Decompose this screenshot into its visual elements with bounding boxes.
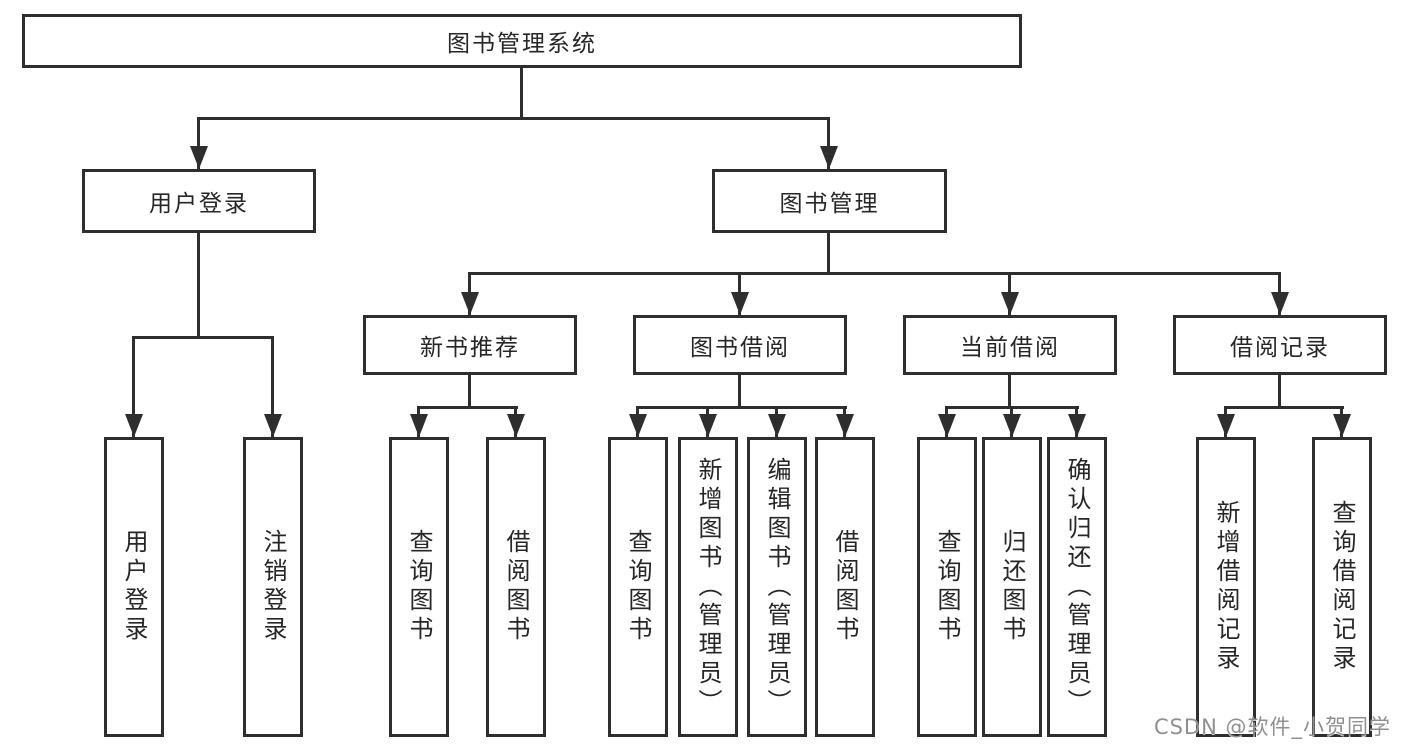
node-book-management: 图书管理 (712, 169, 947, 233)
connector-user-login-branch (132, 336, 274, 339)
csdn-watermark: CSDN @软件_小贺同学 (1153, 715, 1391, 739)
node-leaf-edit-books-admin: 编辑图书（管理员） (747, 437, 807, 737)
connector-book-borrow-stem (738, 372, 741, 409)
connector-level2-branch (197, 117, 830, 120)
connector-borrow-records-stem (1278, 372, 1281, 409)
arrow-to-current-borrow (1008, 272, 1011, 315)
connector-book-management-stem (827, 230, 830, 275)
arrow-current-borrow-leaf-1 (945, 406, 948, 437)
node-leaf-query-books-3: 查询图书 (917, 437, 977, 737)
arrow-current-borrow-leaf-2 (1010, 406, 1013, 437)
arrow-book-borrow-leaf-2 (706, 406, 709, 437)
arrow-borrow-records-leaf-1 (1224, 406, 1227, 437)
arrow-borrow-records-leaf-2 (1340, 406, 1343, 437)
connector-book-borrow-branch (636, 406, 847, 409)
node-current-borrow: 当前借阅 (903, 315, 1117, 375)
arrow-to-book-borrow (738, 272, 741, 315)
arrow-to-new-book-recommend (468, 272, 471, 315)
connector-borrow-records-branch (1224, 406, 1344, 409)
node-root: 图书管理系统 (22, 14, 1022, 68)
arrow-new-book-leaf-1 (417, 406, 420, 437)
connector-new-book-branch (417, 406, 518, 409)
node-borrow-records: 借阅记录 (1173, 315, 1387, 375)
node-leaf-add-books-admin: 新增图书（管理员） (678, 437, 738, 737)
node-leaf-confirm-return-admin: 确认归还（管理员） (1047, 437, 1107, 737)
arrow-book-borrow-leaf-3 (775, 406, 778, 437)
node-new-book-recommend: 新书推荐 (363, 315, 577, 375)
connector-new-book-stem (468, 372, 471, 409)
node-leaf-query-books-2: 查询图书 (608, 437, 668, 737)
arrow-current-borrow-leaf-3 (1075, 406, 1078, 437)
node-leaf-query-borrow-record: 查询借阅记录 (1312, 437, 1372, 737)
arrow-to-book-management (827, 117, 830, 169)
node-leaf-user-login: 用户登录 (104, 437, 164, 737)
node-book-borrow: 图书借阅 (633, 315, 847, 375)
arrow-book-borrow-leaf-1 (636, 406, 639, 437)
arrow-new-book-leaf-2 (514, 406, 517, 437)
node-leaf-query-books-1: 查询图书 (389, 437, 449, 737)
node-user-login: 用户登录 (82, 169, 316, 233)
connector-root-stem (520, 65, 523, 120)
node-leaf-logout: 注销登录 (243, 437, 303, 737)
arrow-to-user-login (197, 117, 200, 169)
connector-current-borrow-stem (1008, 372, 1011, 409)
arrow-book-borrow-leaf-4 (843, 406, 846, 437)
node-leaf-borrow-books-2: 借阅图书 (815, 437, 875, 737)
arrow-to-leaf-logout (271, 336, 274, 437)
node-leaf-add-borrow-record: 新增借阅记录 (1196, 437, 1256, 737)
node-leaf-borrow-books-1: 借阅图书 (486, 437, 546, 737)
connector-level3-branch (468, 272, 1281, 275)
arrow-to-borrow-records (1278, 272, 1281, 315)
node-leaf-return-books: 归还图书 (982, 437, 1042, 737)
arrow-to-leaf-login (132, 336, 135, 437)
connector-user-login-stem (197, 230, 200, 339)
